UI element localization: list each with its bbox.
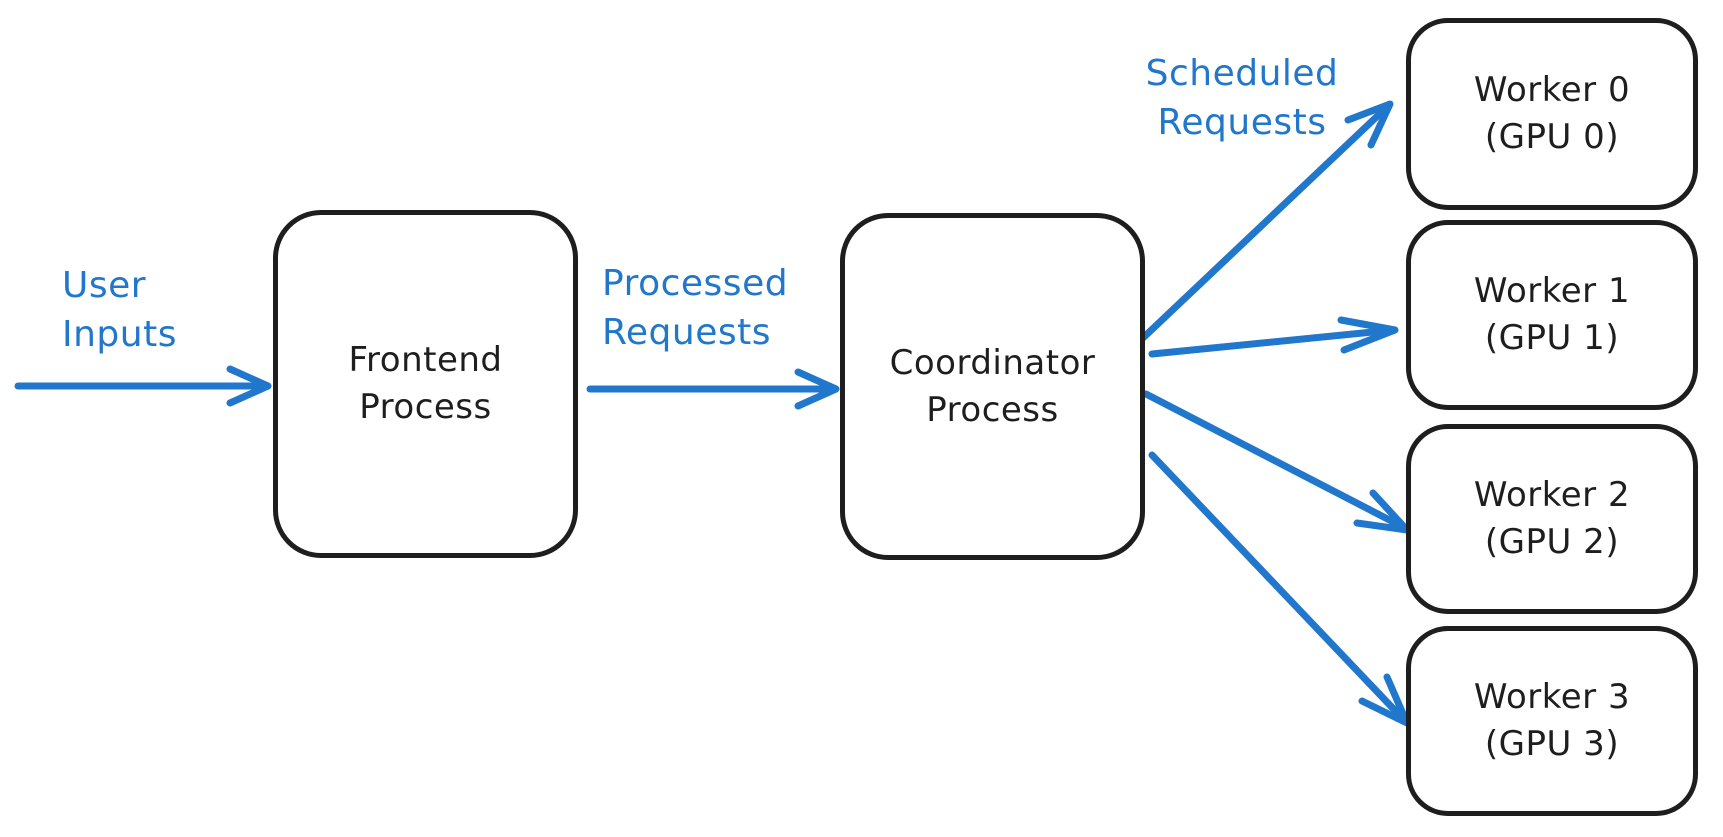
worker-2-label: Worker 2 (GPU 2) [1474,472,1630,566]
worker-3-label: Worker 3 (GPU 3) [1474,674,1630,768]
user-inputs-label-line1: User [62,265,147,306]
worker-0-label: Worker 0 (GPU 0) [1474,67,1630,161]
user-inputs-label: User Inputs [62,262,177,359]
scheduled-arrow-worker-1 [1148,316,1399,358]
worker-0-label-line1: Worker 0 [1473,70,1631,111]
processed-requests-label: Processed Requests [602,260,788,357]
worker-3-node: Worker 3 (GPU 3) [1406,626,1698,816]
scheduled-arrow-worker-0 [1139,100,1394,342]
frontend-label-line2: Process [359,387,492,427]
worker-0-node: Worker 0 (GPU 0) [1406,18,1698,210]
processed-requests-arrow [586,368,840,410]
scheduled-arrow-worker-2 [1142,390,1411,534]
worker-2-label-line1: Worker 2 [1473,475,1631,516]
worker-1-label-line2: (GPU 1) [1484,318,1620,358]
frontend-label-line1: Frontend [348,340,503,381]
user-inputs-label-line2: Inputs [62,313,177,355]
coordinator-label-line2: Process [926,389,1059,430]
scheduled-requests-label-line2: Requests [1157,101,1327,143]
frontend-process-node: Frontend Process [273,210,578,558]
worker-1-node: Worker 1 (GPU 1) [1406,220,1698,410]
worker-2-node: Worker 2 (GPU 2) [1406,424,1698,614]
coordinator-process-label: Coordinator Process [890,340,1096,434]
scheduled-requests-label-line1: Scheduled [1145,53,1339,94]
worker-3-label-line2: (GPU 3) [1484,724,1620,764]
coordinator-label-line1: Coordinator [889,342,1096,383]
processed-requests-label-line1: Processed [602,263,789,304]
worker-1-label: Worker 1 (GPU 1) [1474,268,1630,362]
worker-2-label-line2: (GPU 2) [1484,522,1620,562]
worker-1-label-line1: Worker 1 [1473,271,1631,312]
user-inputs-arrow [14,365,272,407]
worker-3-label-line1: Worker 3 [1473,677,1631,718]
frontend-process-label: Frontend Process [348,337,502,431]
processed-requests-label-line2: Requests [602,311,771,353]
scheduled-requests-label: Scheduled Requests [1140,50,1344,147]
coordinator-process-node: Coordinator Process [840,213,1145,560]
scheduled-arrow-worker-3 [1148,451,1411,727]
worker-0-label-line2: (GPU 0) [1484,117,1620,157]
